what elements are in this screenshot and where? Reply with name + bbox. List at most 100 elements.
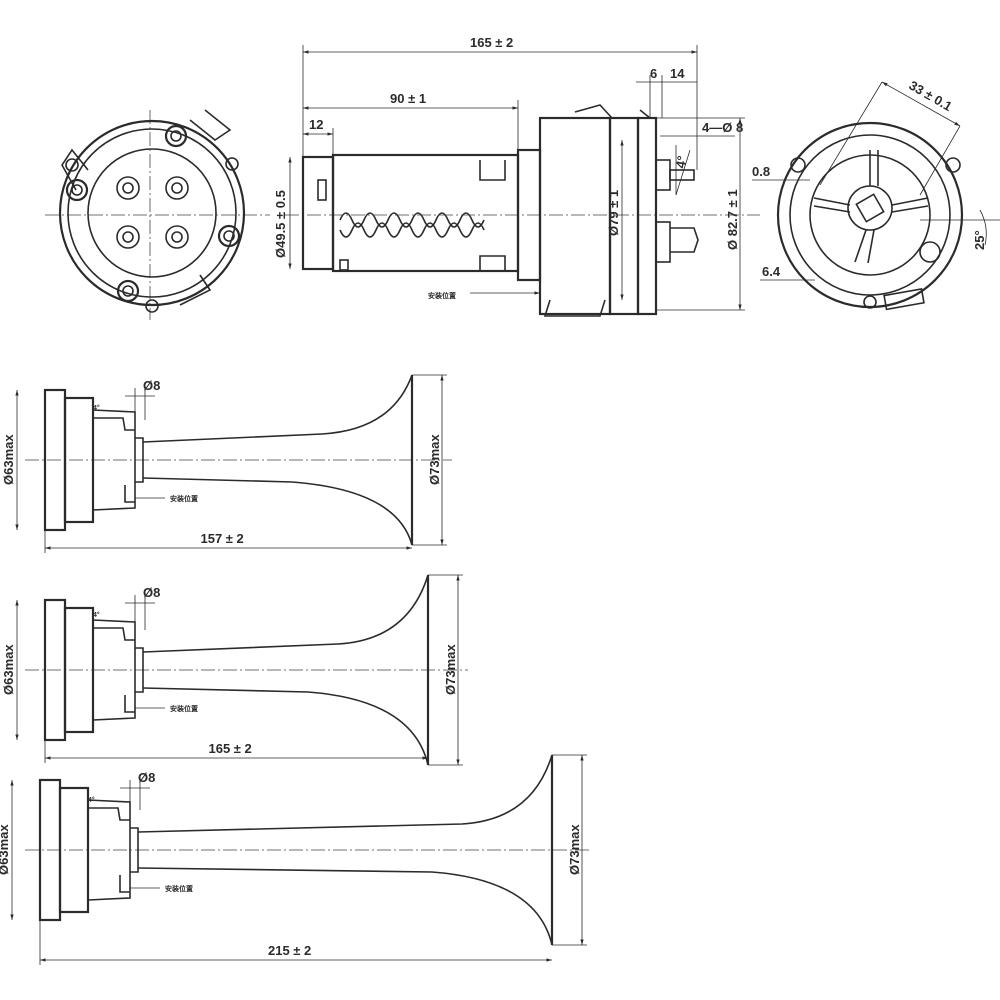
end-cap-slot — [317, 179, 327, 201]
dim-dia-body: Ø49.5 ± 0.5 — [273, 190, 288, 258]
dim-side-33: 33 ± 0.1 — [907, 78, 955, 114]
angle-arc — [979, 209, 987, 246]
horn-length: 157 ± 2 — [201, 531, 244, 546]
dim-side-25: 25° — [972, 230, 987, 250]
horn-length: 165 ± 2 — [209, 741, 252, 756]
terminal — [339, 259, 349, 271]
rear-bolt — [863, 295, 877, 309]
side-section-view: 165 ± 2 90 ± 1 12 6 14 4—Ø 8 4° Ø49.5 ± … — [273, 35, 760, 317]
dim-holes: 4—Ø 8 — [702, 120, 743, 135]
dim-dia-827: Ø 82.7 ± 1 — [725, 189, 740, 250]
horn-port-dia: Ø8 — [143, 378, 160, 393]
horn-mount-tab — [124, 695, 135, 713]
horn-housing — [58, 786, 90, 914]
horn-mount-label: 安装位置 — [170, 704, 198, 713]
horn-dia-right: Ø73max — [567, 824, 582, 875]
end-cap — [301, 155, 335, 271]
horn-throat — [135, 437, 144, 483]
head-block — [538, 116, 612, 316]
horn-port-dia: Ø8 — [143, 585, 160, 600]
dim-angle-top: 4° — [673, 155, 690, 170]
horn-dia-left: Ø63max — [0, 824, 11, 875]
rear-ring — [789, 134, 951, 296]
horn-port — [93, 417, 135, 431]
rear-bolt — [790, 157, 806, 173]
horn-housing — [63, 606, 95, 734]
top-fitting — [574, 104, 613, 119]
rear-spokes — [813, 150, 929, 264]
rear-hub — [847, 185, 893, 231]
horn-dia-right: Ø73max — [427, 434, 442, 485]
dim-flange-12: 12 — [309, 117, 323, 132]
horn-angle: 4° — [88, 796, 95, 804]
dim-body-length: 90 ± 1 — [390, 91, 426, 106]
horn-angle: 4° — [93, 404, 100, 412]
dim-side-08: 0.8 — [752, 164, 770, 179]
horn-port — [88, 807, 130, 821]
horn-mount-label: 安装位置 — [165, 884, 193, 893]
dim-flange-6: 6 — [650, 66, 657, 81]
outlet-nozzle — [670, 227, 699, 253]
horn-dia-left: Ø63max — [1, 434, 16, 485]
front-ports — [116, 176, 189, 249]
ext-line — [919, 125, 961, 196]
horn-driver — [92, 409, 136, 511]
port-nozzle — [669, 169, 695, 181]
horn-housing — [63, 396, 95, 524]
front-inner-rim — [67, 128, 237, 298]
horn-angle: 4° — [93, 611, 100, 619]
horn-bell-upper — [142, 574, 429, 653]
rear-lug — [919, 241, 941, 263]
horn-bell-lower — [142, 477, 413, 546]
front-tab-left — [61, 148, 89, 191]
head-diaphragm — [636, 116, 658, 316]
dim-dia-79: Ø79 ± 1 — [606, 190, 621, 236]
wave-spring-2 — [339, 222, 485, 238]
horn-dia-left: Ø63max — [1, 644, 16, 695]
horn-driver — [87, 799, 131, 901]
horn-view-3: Ø63max Ø73max Ø8 4° 安装位置 215 ± 2 — [0, 754, 592, 965]
rear-view: 33 ± 0.1 0.8 6.4 25° — [752, 78, 1000, 311]
horn-dia-right: Ø73max — [443, 644, 458, 695]
horn-throat — [135, 647, 144, 693]
dim-side-64: 6.4 — [762, 264, 781, 279]
wave-spring — [339, 212, 485, 228]
clip-bottom — [479, 255, 506, 270]
rear-center-block — [855, 193, 885, 223]
top-fitting-2 — [639, 109, 651, 119]
rear-bolt — [945, 157, 961, 173]
horn-bell-lower — [137, 867, 553, 946]
horn-length: 215 ± 2 — [268, 943, 311, 958]
front-face — [87, 148, 217, 278]
clip-top — [479, 160, 506, 181]
rear-tab — [883, 288, 925, 311]
bottom-fitting — [543, 299, 606, 317]
horn-mount-tab — [124, 485, 135, 503]
horn-bell-upper — [142, 374, 413, 443]
dim-flange-14: 14 — [670, 66, 685, 81]
horn-mount-tab — [119, 875, 130, 893]
horn-mount-label: 安装位置 — [170, 494, 198, 503]
port-upper — [655, 159, 671, 191]
motor-body — [331, 153, 520, 273]
horn-view-2: Ø63max Ø73max Ø8 4° 安装位置 165 ± 2 — [1, 574, 468, 766]
horn-driver — [92, 619, 136, 721]
front-tab-bottom — [179, 274, 212, 306]
front-bolts — [65, 124, 241, 313]
front-tab-top — [189, 109, 232, 141]
mount-label-side: 安装位置 — [428, 291, 456, 300]
horn-port-dia: Ø8 — [138, 770, 155, 785]
horn-port — [93, 627, 135, 641]
horn-bell-lower — [142, 687, 429, 766]
dim-overall-length: 165 ± 2 — [470, 35, 513, 50]
horn-throat — [130, 827, 139, 873]
horn-view-1: Ø63max Ø73max Ø8 4° 安装位置 157 ± 2 — [1, 374, 452, 553]
ext-line — [819, 81, 883, 186]
angle-line — [675, 149, 691, 196]
front-outer-rim — [58, 119, 246, 307]
horn-bell-upper — [137, 754, 553, 833]
port-lower — [655, 221, 671, 263]
front-view — [45, 109, 270, 320]
rear-outer-rim — [776, 121, 964, 309]
